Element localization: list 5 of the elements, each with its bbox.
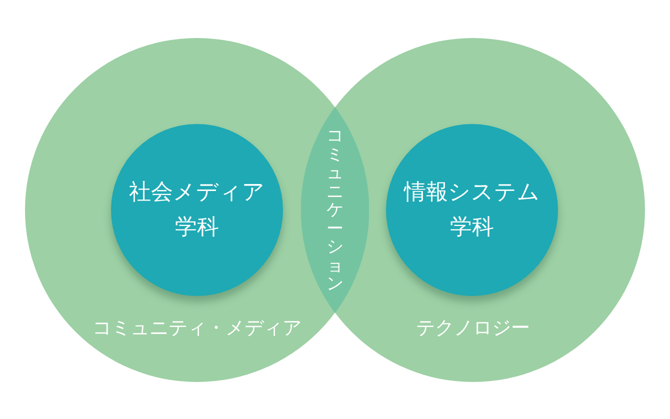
department-name: 情報システム学科 [402,179,541,242]
set-label: テクノロジー [416,316,530,340]
overlap-label: コミュニケーション [326,126,344,294]
set-label: コミュニティ・メディア [92,316,302,340]
department-name: 社会メディア学科 [128,179,266,242]
